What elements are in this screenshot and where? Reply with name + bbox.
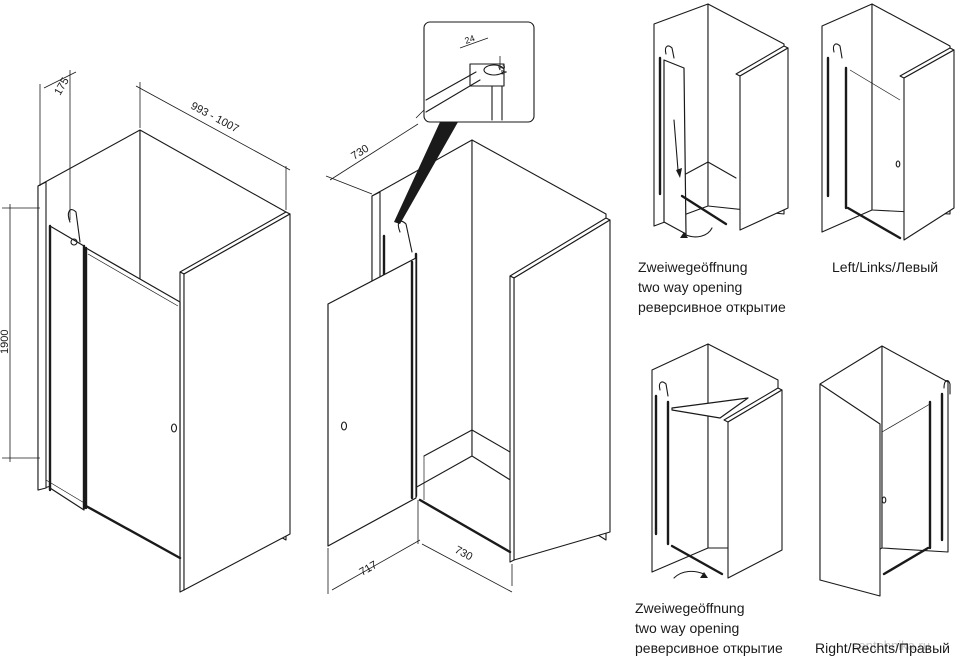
main-enclosure-figure: 175 993 - 1007 1900	[0, 70, 291, 593]
two-way-opening-bottom-figure	[651, 343, 783, 579]
caption-two-way-top: Zweiwegeöffnung two way opening реверсив…	[638, 257, 786, 317]
right-figure	[819, 345, 951, 597]
hinge-detail: 24 24	[425, 33, 509, 121]
dim-door-717: 717	[358, 559, 380, 579]
dim-depth-730-top: 730	[349, 143, 371, 163]
caption-line: Right/Rechts/Правый	[815, 640, 950, 656]
dim-width-993-1007: 993 - 1007	[189, 100, 241, 135]
left-figure	[821, 3, 955, 241]
detail-dim-b: 24	[496, 63, 509, 76]
caption-left: Left/Links/Левый	[832, 257, 938, 277]
caption-line: Zweiwegeöffnung	[638, 259, 748, 275]
detail-callout-box	[423, 21, 535, 123]
two-way-opening-top-figure	[653, 3, 789, 238]
caption-line: реверсивное открытие	[638, 299, 786, 315]
caption-line: two way opening	[638, 279, 743, 295]
detail-dim-a: 24	[463, 33, 476, 46]
caption-right: Right/Rechts/Правый	[815, 638, 950, 658]
caption-line: two way opening	[635, 620, 740, 636]
open-door-figure: 24 24 730 717 730	[325, 21, 611, 594]
dim-depth-175: 175	[52, 76, 72, 98]
dim-height-1900: 1900	[0, 330, 11, 354]
dim-side-730-bottom: 730	[453, 544, 475, 563]
caption-line: Left/Links/Левый	[832, 259, 939, 275]
caption-two-way-bottom: Zweiwegeöffnung two way opening реверсив…	[635, 598, 783, 658]
caption-line: реверсивное открытие	[635, 640, 783, 656]
watermark: santehnika.ru	[852, 638, 930, 653]
caption-line: Zweiwegeöffnung	[635, 600, 745, 616]
